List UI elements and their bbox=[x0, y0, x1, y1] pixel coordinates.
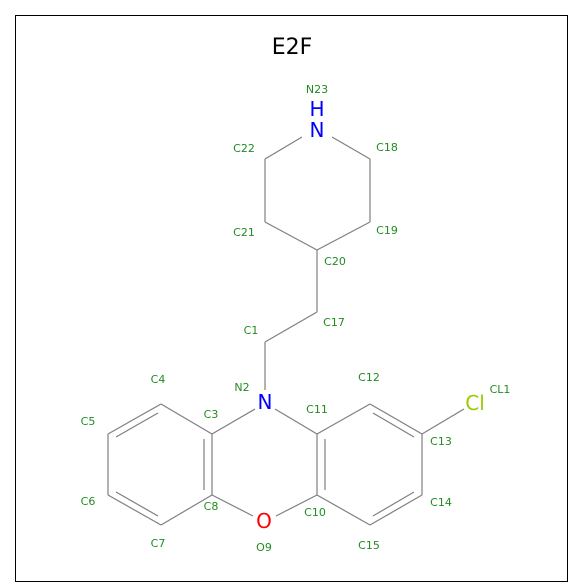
label-c14: C14 bbox=[430, 496, 452, 509]
hydrogen-symbol: H bbox=[309, 97, 324, 121]
label-o9: O9 bbox=[256, 541, 272, 554]
atom-n23-symbol: N bbox=[310, 118, 325, 142]
label-c1: C1 bbox=[244, 324, 259, 337]
atom-symbols: H N N O Cl bbox=[256, 97, 485, 533]
label-c7: C7 bbox=[151, 537, 166, 550]
bond-c12-c13-inner bbox=[372, 412, 415, 438]
bond-c4-c5-inner bbox=[115, 412, 159, 438]
label-c18: C18 bbox=[376, 141, 398, 154]
bond-c21-c20 bbox=[264, 221, 318, 251]
label-c21: C21 bbox=[233, 226, 255, 239]
label-c12: C12 bbox=[358, 371, 380, 384]
diagram-frame bbox=[15, 15, 568, 582]
bond-c15-c10 bbox=[316, 494, 371, 526]
label-c4: C4 bbox=[151, 373, 166, 386]
bond-n2-c11 bbox=[274, 408, 318, 435]
label-c13: C13 bbox=[430, 435, 452, 448]
label-c15: C15 bbox=[358, 539, 380, 552]
label-cl1: CL1 bbox=[490, 383, 511, 396]
atom-cl1-symbol: Cl bbox=[465, 391, 485, 415]
bond-c17-c1 bbox=[264, 311, 318, 343]
label-c11: C11 bbox=[306, 403, 328, 416]
label-c19: C19 bbox=[376, 224, 398, 237]
atom-o9-symbol: O bbox=[256, 509, 272, 533]
bond-c11-c12 bbox=[316, 403, 371, 435]
label-c8: C8 bbox=[204, 500, 219, 513]
bond-c3-c4 bbox=[160, 403, 213, 435]
bond-c4-c5 bbox=[107, 403, 162, 435]
label-n23: N23 bbox=[306, 83, 328, 96]
bond-c12-c13 bbox=[369, 403, 423, 435]
bond-c8-o9 bbox=[211, 494, 254, 517]
label-c3: C3 bbox=[204, 408, 219, 421]
bond-n2-c3 bbox=[211, 408, 256, 435]
bond-n23-c22 bbox=[264, 136, 303, 160]
bond-o9-c10 bbox=[275, 494, 318, 517]
bond-c14-c15-inner bbox=[372, 491, 415, 517]
bond-c6-c7 bbox=[107, 494, 162, 526]
bonds bbox=[107, 136, 465, 526]
bond-c14-c15 bbox=[369, 494, 423, 526]
label-c17: C17 bbox=[323, 316, 345, 329]
bond-n23-c18 bbox=[331, 136, 371, 160]
bond-c7-c8 bbox=[160, 494, 213, 526]
bond-c19-c20 bbox=[316, 221, 371, 251]
atom-n2-symbol: N bbox=[258, 390, 273, 414]
label-c10: C10 bbox=[304, 506, 326, 519]
label-c20: C20 bbox=[324, 255, 346, 268]
label-c5: C5 bbox=[81, 415, 96, 428]
label-c6: C6 bbox=[81, 495, 96, 508]
diagram-title: E2F bbox=[272, 35, 313, 60]
label-n2: N2 bbox=[234, 381, 249, 394]
bond-c6-c7-inner bbox=[115, 491, 159, 517]
bond-c13-cl1 bbox=[421, 408, 465, 435]
atom-labels: N23 C22 C18 C21 C19 C20 C1 C17 N2 C4 C12… bbox=[81, 83, 511, 554]
label-c22: C22 bbox=[233, 142, 255, 155]
